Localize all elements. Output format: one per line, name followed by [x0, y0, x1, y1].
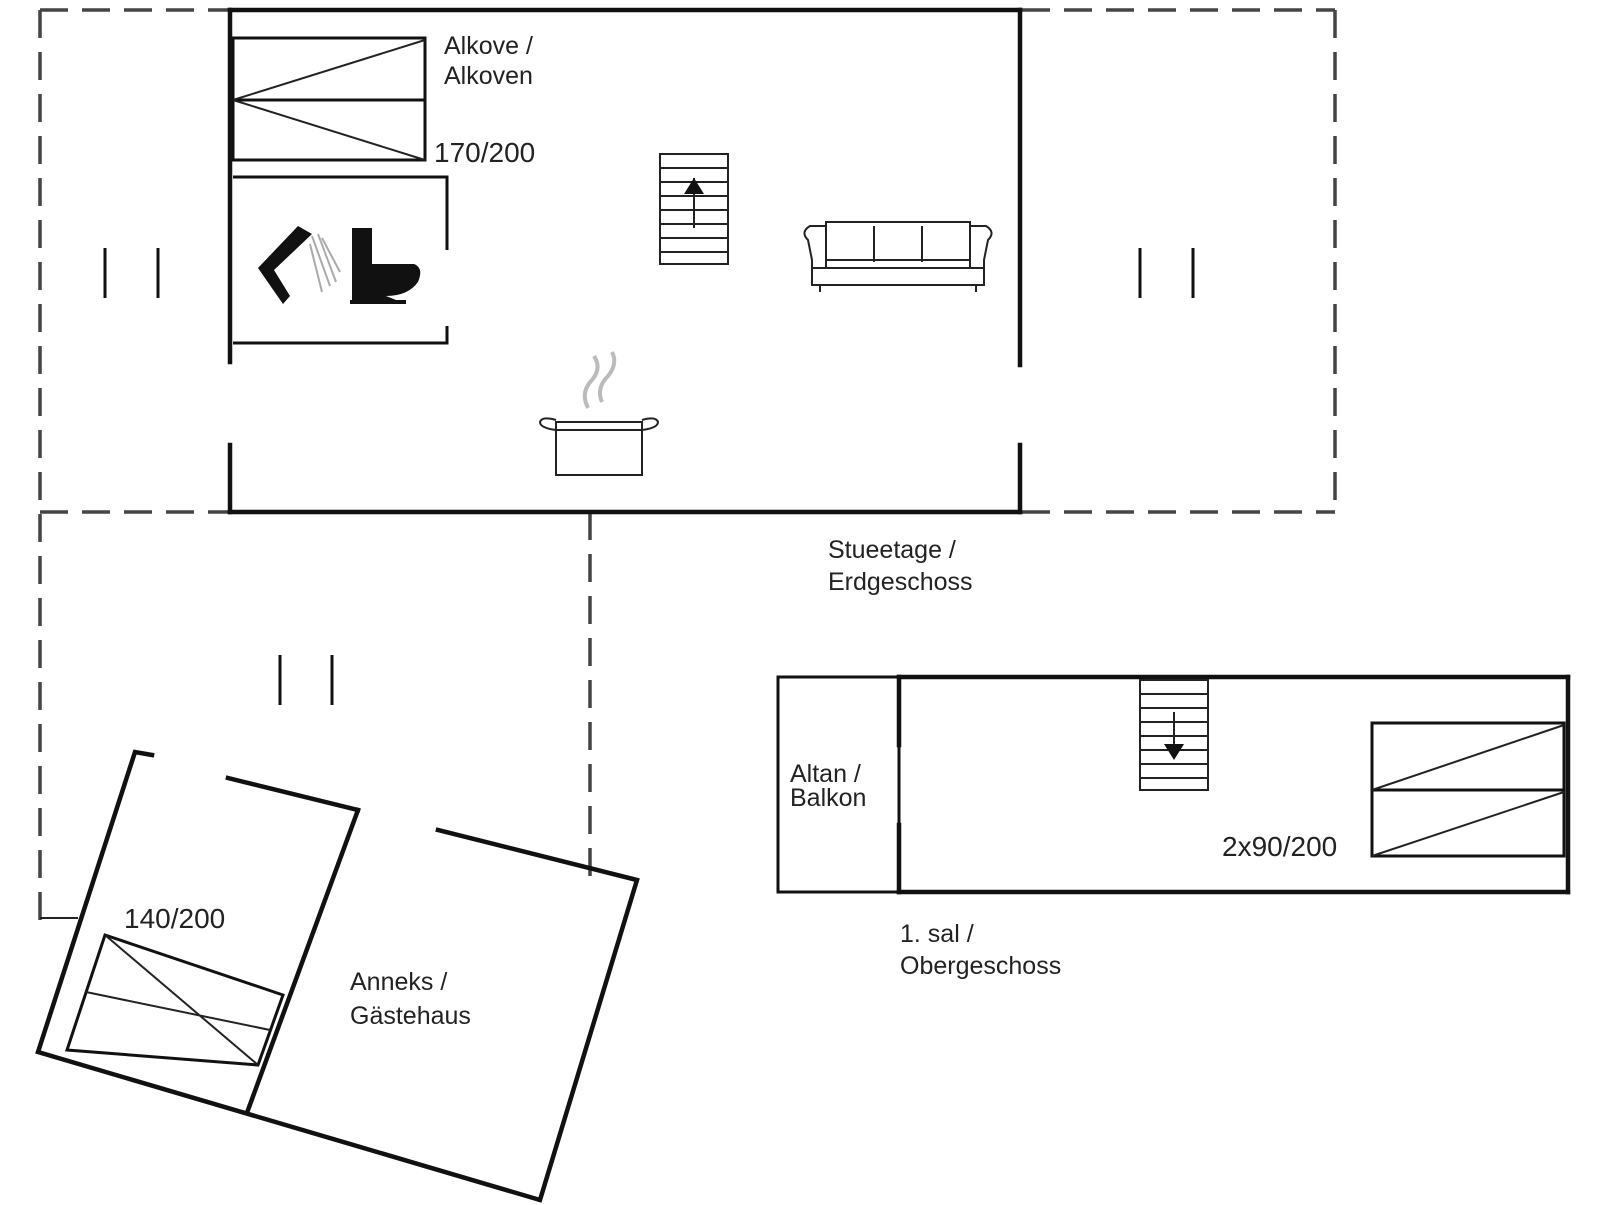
bed-icon: [231, 36, 427, 162]
bed-icon: [1370, 721, 1566, 858]
window-marker-icon: [278, 655, 334, 705]
shower-icon: [258, 226, 341, 304]
alcove-label-line1: Alkove /: [444, 32, 533, 60]
balcony-label-line2: Balkon: [790, 784, 866, 812]
upper-floor-label-line1: 1. sal /: [900, 920, 974, 948]
upper-floor: [776, 674, 1571, 895]
upper-floor-label-line2: Obergeschoss: [900, 952, 1061, 980]
alcove-bed-size: 170/200: [434, 137, 535, 168]
bathroom: [233, 175, 449, 345]
annex-bed-size: 140/200: [124, 903, 225, 934]
annex: [35, 749, 640, 1203]
window-marker-icon: [103, 248, 160, 298]
ground-floor-label-line1: Stueetage /: [828, 536, 956, 564]
toilet-icon: [350, 228, 421, 304]
upper-bed-size: 2x90/200: [1222, 831, 1337, 862]
cooking-pot-icon: [538, 351, 660, 476]
sofa-icon: [803, 221, 993, 292]
ground-floor-label-line2: Erdgeschoss: [828, 568, 973, 596]
ground-floor: [227, 7, 1023, 515]
annex-label-line1: Anneks /: [350, 968, 447, 996]
balcony-label-line1: Altan /: [790, 760, 861, 788]
staircase-down-icon: [1139, 679, 1209, 791]
window-marker-icon: [1138, 248, 1195, 298]
annex-label-line2: Gästehaus: [350, 1002, 471, 1030]
alcove-label-line2: Alkoven: [444, 62, 533, 90]
terrace-outline-upper: [38, 8, 1337, 920]
bed-icon: [64, 933, 285, 1067]
staircase-up-icon: [659, 153, 729, 265]
